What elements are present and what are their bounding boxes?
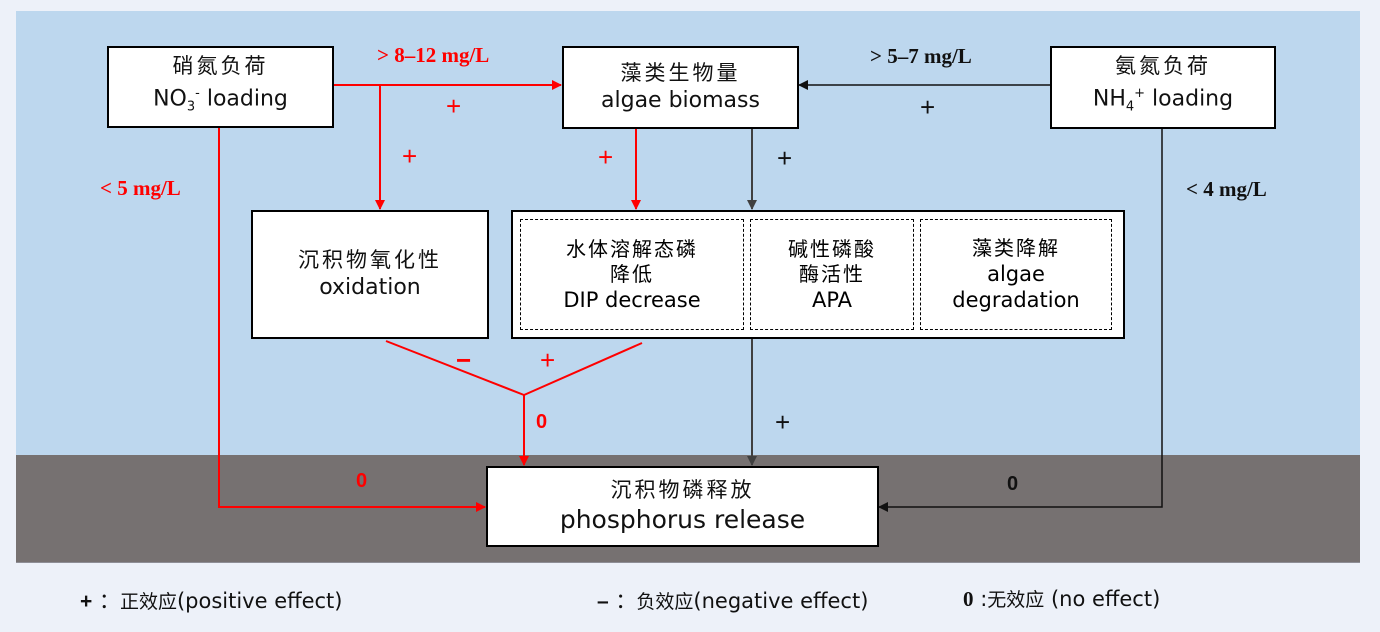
effect-dip-merge: + [540, 345, 556, 375]
node-dip-zh1: 水体溶解态磷 [566, 236, 698, 261]
node-sediment-oxidation: 沉积物氧化性 oxidation [251, 210, 489, 339]
node-nitrate-loading: 硝氮负荷 NO3- loading [107, 46, 334, 128]
ammonium-subscript: 4 [1125, 99, 1135, 115]
legend-positive-sep: ： [98, 589, 120, 613]
legend-negative-symbol: – [597, 590, 609, 613]
nitrate-loading-word: loading [199, 85, 288, 111]
node-dip-zh2: 降低 [610, 261, 654, 286]
edge-ammonium-to-release [878, 128, 1163, 512]
effect-algae-to-group: + [777, 143, 793, 173]
legend-no-effect: 0 :无效应 (no effect) [963, 585, 1160, 612]
node-apa-zh2: 酶活性 [799, 261, 865, 286]
node-oxidation-zh: 沉积物氧化性 [298, 248, 442, 272]
legend-positive-en: (positive effect) [176, 589, 343, 613]
effect-ammonium-to-release: 0 [1007, 473, 1019, 495]
node-degradation-en1: algae [987, 262, 1045, 286]
legend-none-zh: 无效应 [987, 589, 1045, 611]
node-dip-decrease: 水体溶解态磷 降低 DIP decrease [520, 219, 744, 330]
nitrate-superscript: - [195, 85, 200, 101]
nitrate-subscript: 3 [186, 99, 196, 115]
threshold-nitrate-to-release: < 5 mg/L [100, 176, 181, 200]
node-nitrate-en: NO3- loading [153, 80, 288, 122]
effect-nitrate-to-oxidation: + [402, 141, 418, 171]
legend-none-sep: : [980, 587, 988, 611]
node-release-en: phosphorus release [559, 505, 806, 534]
effect-algae-to-dip: + [598, 142, 614, 172]
threshold-ammonium-to-release: < 4 mg/L [1186, 177, 1267, 201]
effect-merge-to-release: 0 [536, 411, 548, 433]
ammonium-superscript: + [1134, 86, 1146, 102]
effect-group-to-release: + [775, 407, 791, 437]
node-ammonium-loading: 氨氮负荷 NH4+ loading [1050, 46, 1276, 129]
node-release-zh: 沉积物磷释放 [610, 478, 755, 502]
legend-negative: – ：负效应(negative effect) [597, 585, 868, 615]
node-algae-biomass: 藻类生物量 algae biomass [562, 46, 799, 129]
legend-positive: + ：正效应(positive effect) [80, 585, 343, 615]
effect-nitrate-to-release: 0 [356, 470, 368, 492]
legend-none-en: (no effect) [1044, 587, 1161, 611]
nitrate-formula: NO [153, 85, 187, 111]
threshold-nitrate-to-algae: > 8–12 mg/L [377, 43, 490, 67]
node-ammonium-zh: 氨氮负荷 [1115, 54, 1211, 79]
node-group-algae-effects: 水体溶解态磷 降低 DIP decrease 碱性磷酸 酶活性 APA 藻类降解… [511, 210, 1125, 339]
node-degradation-en2: degradation [952, 288, 1080, 312]
legend-positive-zh: 正效应 [119, 591, 177, 613]
node-ammonium-en: NH4+ loading [1093, 80, 1233, 122]
edge-nitrate-to-release [218, 127, 486, 512]
ammonium-loading-word: loading [1145, 86, 1234, 112]
edge-dip-merge [523, 342, 643, 396]
legend-positive-symbol: + [80, 590, 93, 613]
edge-oxidation-merge [385, 340, 525, 396]
ammonium-formula: NH [1092, 86, 1126, 112]
legend-negative-zh: 负效应 [636, 591, 694, 613]
node-dip-en: DIP decrease [563, 287, 701, 312]
threshold-ammonium-to-algae: > 5–7 mg/L [870, 44, 972, 68]
legend-none-symbol: 0 [963, 587, 974, 611]
node-algae-en: algae biomass [601, 88, 760, 113]
legend-negative-en: (negative effect) [693, 589, 869, 613]
node-apa-en: APA [811, 287, 853, 312]
effect-ammonium-to-algae: + [920, 92, 936, 122]
node-oxidation-en: oxidation [319, 275, 421, 300]
node-degradation-zh: 藻类降解 [972, 236, 1060, 260]
legend-negative-sep: ： [615, 589, 637, 613]
node-nitrate-zh: 硝氮负荷 [172, 53, 269, 78]
node-algae-zh: 藻类生物量 [620, 61, 741, 85]
node-apa-zh1: 碱性磷酸 [788, 236, 876, 261]
node-phosphorus-release: 沉积物磷释放 phosphorus release [486, 466, 879, 547]
node-apa: 碱性磷酸 酶活性 APA [750, 219, 914, 330]
effect-nitrate-to-algae: + [446, 91, 462, 121]
node-algae-degradation: 藻类降解 algae degradation [920, 219, 1112, 330]
effect-oxidation-merge: − [456, 345, 472, 375]
